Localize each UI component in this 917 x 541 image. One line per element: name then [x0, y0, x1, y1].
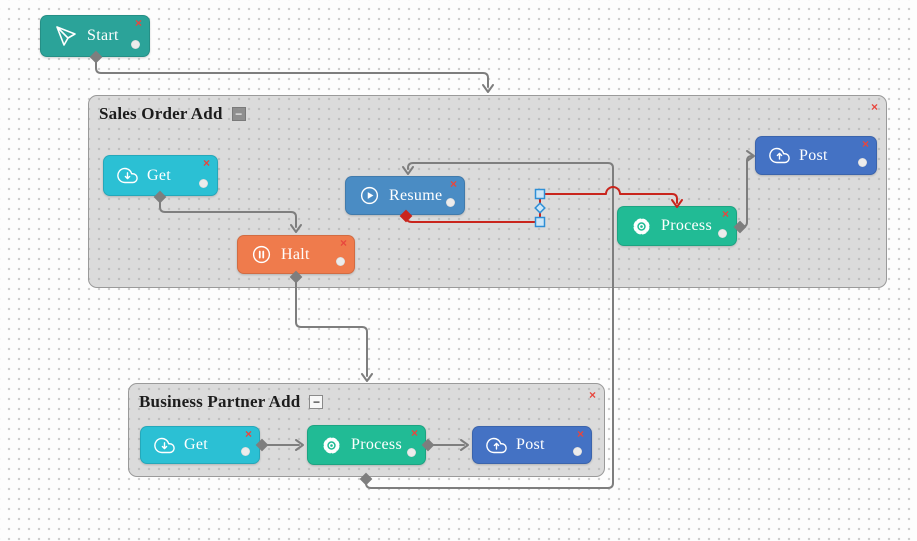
node-halt[interactable]: Halt × [237, 235, 355, 274]
close-icon[interactable]: × [244, 427, 252, 441]
close-icon[interactable]: × [410, 426, 418, 440]
collapse-icon[interactable]: − [231, 107, 246, 121]
status-dot[interactable] [199, 179, 208, 188]
collapse-icon[interactable]: − [309, 395, 324, 409]
node-label: Post [799, 146, 828, 164]
cloud-upload-icon [769, 145, 790, 166]
group-title-business-partner-add: Business Partner Add [139, 392, 301, 411]
node-label: Halt [281, 245, 310, 263]
edge-start-to-sales-order-add[interactable] [95, 56, 489, 88]
node-label: Get [184, 436, 209, 453]
status-dot[interactable] [718, 229, 727, 238]
node-resume[interactable]: Resume × [345, 176, 465, 215]
cloud-upload-icon [486, 435, 507, 456]
status-dot[interactable] [336, 257, 345, 266]
group-title-sales-order-add: Sales Order Add [99, 104, 223, 123]
cloud-download-icon [154, 435, 175, 456]
play-circle-icon [359, 185, 380, 206]
edge-halt-to-business-partner-add[interactable] [295, 276, 368, 377]
status-dot[interactable] [131, 40, 140, 49]
node-label: Resume [389, 186, 443, 204]
node-post-sales[interactable]: Post × [755, 136, 877, 175]
status-dot[interactable] [446, 198, 455, 207]
close-icon[interactable]: × [339, 236, 347, 250]
status-dot[interactable] [858, 158, 867, 167]
close-icon[interactable]: × [721, 207, 729, 221]
gear-icon [631, 216, 652, 237]
node-label: Process [351, 436, 402, 453]
group-header: Business Partner Add − [129, 384, 604, 412]
node-label: Post [516, 436, 545, 453]
close-icon[interactable]: × [449, 177, 457, 191]
close-icon[interactable]: × [576, 427, 584, 441]
pause-circle-icon [251, 244, 272, 265]
node-post-partner[interactable]: Post × [472, 426, 592, 464]
node-get-sales[interactable]: Get × [103, 155, 218, 196]
close-icon[interactable]: × [861, 137, 869, 151]
node-process-sales[interactable]: Process × [617, 206, 737, 246]
arrowhead-icon [361, 373, 373, 382]
node-label: Process [661, 217, 712, 234]
node-label: Get [147, 166, 172, 184]
group-header: Sales Order Add − [89, 96, 886, 124]
status-dot[interactable] [407, 448, 416, 457]
node-label: Start [87, 27, 119, 44]
close-icon[interactable]: × [134, 16, 142, 30]
node-process-partner[interactable]: Process × [307, 425, 426, 465]
close-icon[interactable]: × [202, 156, 210, 170]
arrowhead-icon [482, 84, 494, 93]
status-dot[interactable] [573, 447, 582, 456]
send-icon [54, 24, 78, 48]
node-start[interactable]: Start × [40, 15, 150, 57]
node-get-partner[interactable]: Get × [140, 426, 260, 464]
cloud-download-icon [117, 165, 138, 186]
close-icon[interactable]: × [588, 388, 596, 402]
status-dot[interactable] [241, 447, 250, 456]
gear-icon [321, 435, 342, 456]
close-icon[interactable]: × [870, 100, 878, 114]
